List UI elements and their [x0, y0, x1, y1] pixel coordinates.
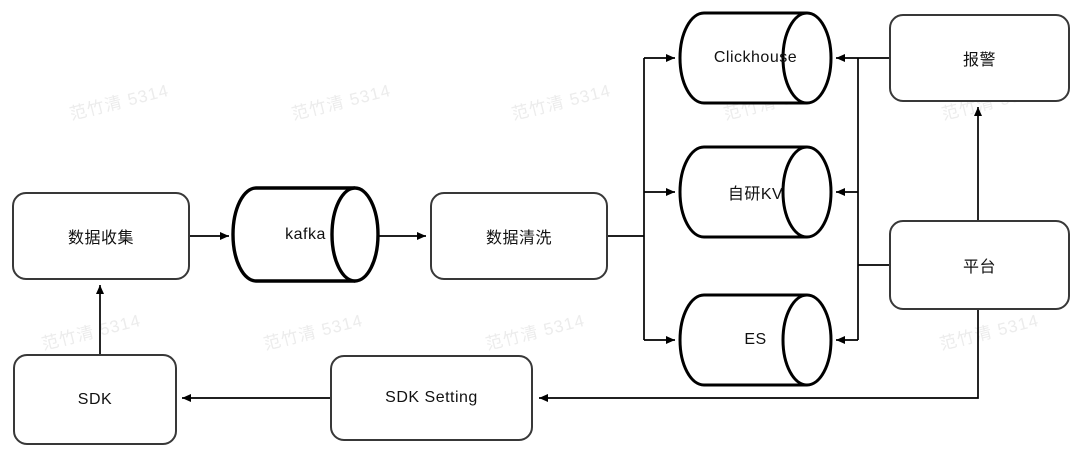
watermark-text: 范竹清 5314: [937, 310, 1041, 354]
watermark-text: 范竹清 5314: [67, 80, 171, 124]
node-data-cleaning-label: 数据清洗: [485, 230, 552, 247]
watermark-text: 范竹清 5314: [705, 310, 809, 354]
watermark-text: 范竹清 5314: [289, 80, 393, 124]
node-data-cleaning: 数据清洗: [430, 192, 608, 280]
node-sdk: SDK: [13, 354, 177, 445]
node-alert-label: 报警: [962, 52, 996, 69]
watermark-text: 范竹清 5314: [39, 310, 143, 354]
node-platform-label: 平台: [962, 259, 996, 276]
node-sdk-setting-label: SDK Setting: [385, 389, 478, 406]
watermark-text: 范竹清 5314: [509, 80, 613, 124]
watermark-text: 范竹清 5314: [261, 310, 365, 354]
node-data-collection-label: 数据收集: [67, 230, 134, 247]
node-sdk-label: SDK: [77, 390, 113, 408]
watermark-text: 范竹清 5314: [721, 80, 825, 124]
watermark-text: 范竹清 5314: [483, 310, 587, 354]
node-data-collection: 数据收集: [12, 192, 190, 280]
node-sdk-setting: SDK Setting: [330, 355, 533, 441]
node-platform: 平台: [889, 220, 1070, 310]
node-alert: 报警: [889, 14, 1070, 102]
